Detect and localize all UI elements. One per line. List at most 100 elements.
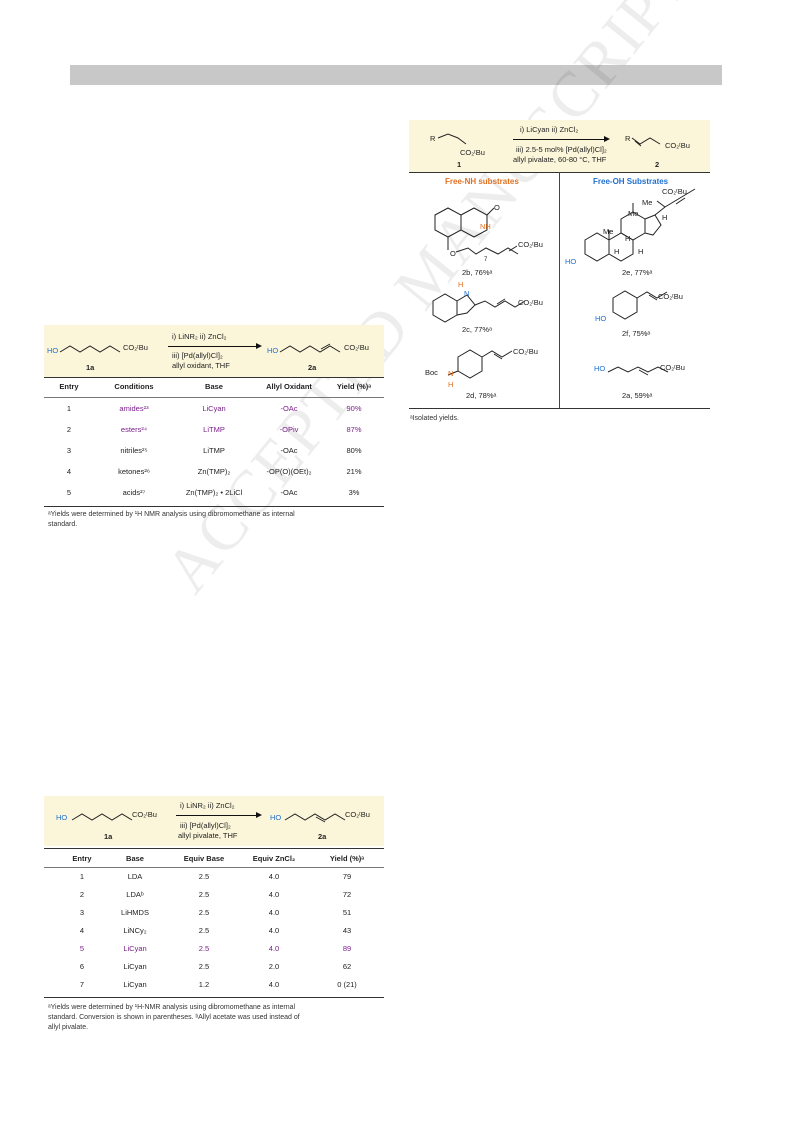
compound-2e-me-mid: Me (628, 209, 639, 218)
table2-cell-base: LiCyan (123, 962, 147, 971)
table2-cell-entry: 6 (79, 962, 85, 971)
compound-2d-ester: CO₂ᵗBu (513, 347, 538, 356)
table2-scheme (44, 796, 384, 846)
table2-header-equiv-zn: Equiv ZnCl₂ (252, 854, 296, 863)
table1-footnote: ᵃYields were determined by ¹H NMR analys… (48, 510, 384, 530)
table1-cell-oxidant: -OP(O)(OEt)₂ (266, 467, 312, 476)
table2-cell-base: LiCyan (123, 980, 147, 989)
compound-2d-h: H (448, 380, 454, 389)
compound-2d-boc: Boc (425, 368, 438, 377)
scope-reagent-bottom-1: iii) 2.5-5 mol% [Pd(allyl)Cl]₂ (516, 145, 607, 154)
table1-cell-conditions: acids²⁷ (122, 488, 146, 497)
table2-cell-equiv-zn: 4.0 (268, 890, 280, 899)
compound-2c-ester: CO₂ᵗBu (518, 298, 543, 307)
table1-cell-conditions: amides²³ (119, 404, 149, 413)
table1-header-row: Entry Conditions Base Allyl Oxidant Yiel… (44, 382, 384, 394)
table2-cell-entry: 3 (79, 908, 85, 917)
scope-left-heading: Free-NH substrates (445, 177, 519, 186)
table2-cell-base: LiCyan (123, 944, 147, 953)
scope-product-label: 2 (655, 160, 660, 169)
table2-reagent-top: i) LiNR₂ ii) ZnCl₂ (180, 801, 235, 810)
table2-reagent-bottom-1: iii) [Pd(allyl)Cl]₂ (180, 821, 231, 830)
scope-reaction-arrow (513, 136, 610, 142)
table1-cell-oxidant: -OAc (280, 446, 298, 455)
scope-product-ester: CO₂ᵗBu (665, 141, 690, 150)
table1: Entry Conditions Base Allyl Oxidant Yiel… (44, 380, 384, 505)
table1-product-label: 2a (308, 363, 317, 372)
table2-product-structure (284, 813, 346, 823)
table2-cell-entry: 2 (79, 890, 85, 899)
table1-cell-base: LiTMP (203, 446, 225, 455)
table1-cell-entry: 1 (66, 404, 72, 413)
table2-footnote-line: allyl pivalate. (48, 1024, 89, 1031)
compound-2a-structure (607, 366, 669, 376)
table2-substrate-ester: CO₂ᵗBu (132, 810, 157, 819)
compound-2e-h-2: H (614, 247, 620, 256)
table2-header-entry: Entry (72, 854, 92, 863)
table2-bottom-rule (44, 997, 384, 998)
scope-product-structure (631, 137, 661, 147)
table2-cell-yield: 51 (342, 908, 352, 917)
table2-product-ester: CO₂ᵗBu (345, 810, 370, 819)
table1-product-structure (279, 343, 341, 353)
scope-reagent-top: i) LiCyan ii) ZnCl₂ (520, 125, 579, 134)
table2-cell-yield: 79 (342, 872, 352, 881)
table2-header-row: Entry Base Equiv Base Equiv ZnCl₂ Yield … (44, 854, 384, 866)
table2-cell-equiv-base: 2.5 (198, 944, 210, 953)
scope-bottom-rule (409, 408, 710, 409)
compound-2e-h-side: H (662, 213, 668, 222)
compound-2f-label: 2f, 75%ᵃ (622, 329, 651, 338)
table1-cell-base: LiCyan (202, 404, 226, 413)
scope-substrate-ester: CO₂ᵗBu (460, 148, 485, 157)
scope-product-r-group: R (625, 134, 631, 143)
table1-product-ester: CO₂ᵗBu (344, 343, 369, 352)
table2-cell-base: LiHMDS (121, 908, 149, 917)
table2-reagent-bottom-2: allyl pivalate, THF (178, 831, 238, 840)
table2-footnote: ᵃYields were determined by ¹H-NMR analys… (48, 1003, 384, 1033)
table2-footnote-line: standard. Conversion is shown in parenth… (48, 1014, 300, 1021)
table2-cell-base: LiNCy₂ (123, 926, 147, 935)
compound-2c-structure (432, 293, 526, 323)
table1-reaction-arrow (168, 343, 262, 349)
table2-row: 7 LiCyan 1.2 4.0 0 (21) (44, 980, 384, 992)
table1-bottom-rule (44, 506, 384, 507)
table1-cell-oxidant: -OAc (280, 488, 298, 497)
compound-2b-label: 2b, 76%ᵃ (462, 268, 493, 277)
compound-2b-carbonyl-o: O (494, 203, 500, 212)
scope-substrate-label: 1 (457, 160, 462, 169)
compound-2e-label: 2e, 77%ᵃ (622, 268, 653, 277)
table2-cell-equiv-zn: 4.0 (268, 980, 280, 989)
table1-cell-entry: 3 (66, 446, 72, 455)
table2-cell-equiv-zn: 4.0 (268, 908, 280, 917)
table1-cell-entry: 4 (66, 467, 72, 476)
table2-product-label: 2a (318, 832, 327, 841)
table1-substrate-label: 1a (86, 363, 95, 372)
table2-row: 1 LDA 2.5 4.0 79 (44, 872, 384, 884)
table2-product-ho: HO (270, 813, 282, 822)
table1-row: 1 amides²³ LiCyan -OAc 90% (44, 404, 384, 416)
table1-row: 5 acids²⁷ Zn(TMP)₂ • 2LiCl -OAc 3% (44, 488, 384, 500)
table1-scheme (44, 325, 384, 377)
table2-cell-equiv-base: 2.5 (198, 926, 210, 935)
table2-cell-equiv-base: 2.5 (198, 872, 210, 881)
compound-2e-ho: HO (565, 257, 577, 266)
table2-row: 2 LDAᵇ 2.5 4.0 72 (44, 890, 384, 902)
table2-cell-equiv-zn: 4.0 (268, 944, 280, 953)
table2-row: 6 LiCyan 2.5 2.0 62 (44, 962, 384, 974)
table1-footnote-line: standard. (48, 521, 78, 528)
table2-cell-entry: 7 (79, 980, 85, 989)
table1-cell-conditions: ketones²⁶ (118, 467, 150, 476)
table2-footnote-line: ᵃYields were determined by ¹H-NMR analys… (48, 1004, 296, 1011)
table1-cell-yield: 21% (346, 467, 362, 476)
scope-column-divider (559, 172, 560, 408)
table1-substrate-ester: CO₂ᵗBu (123, 343, 148, 352)
table2-cell-equiv-zn: 4.0 (268, 926, 280, 935)
table1-cell-entry: 5 (66, 488, 72, 497)
compound-2b-chain-index: 7 (484, 257, 488, 263)
table1-footnote-line: ᵃYields were determined by ¹H NMR analys… (48, 511, 295, 518)
table1-row: 3 nitriles²⁵ LiTMP -OAc 80% (44, 446, 384, 458)
table1-cell-yield: 3% (348, 488, 360, 497)
table2: Entry Base Equiv Base Equiv ZnCl₂ Yield … (44, 852, 384, 997)
table1-header-oxidant: Allyl Oxidant (266, 382, 312, 391)
compound-2d-structure (447, 349, 513, 379)
